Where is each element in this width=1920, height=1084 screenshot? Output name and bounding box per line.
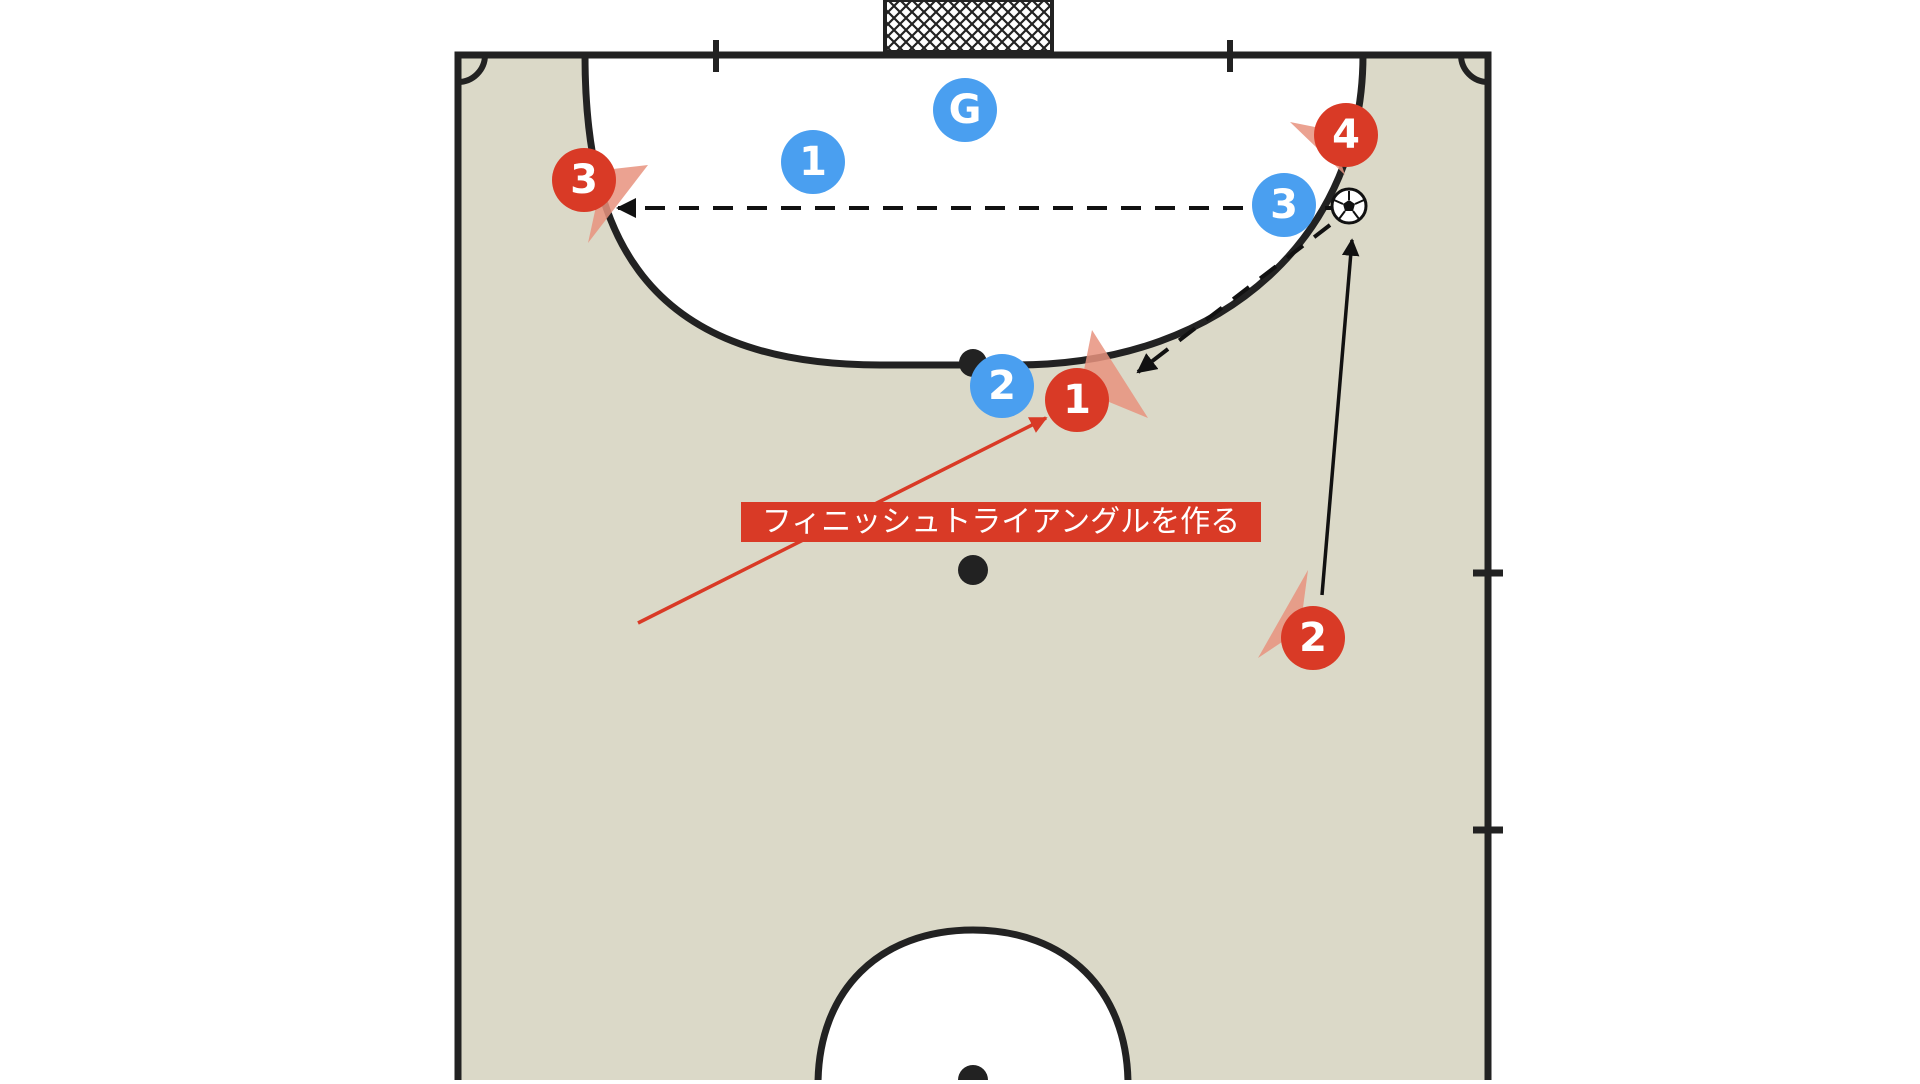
defender-goalkeeper-label: G (949, 87, 982, 133)
corner-arc-left (457, 54, 488, 85)
annotation-box: フィニッシュトライアングルを作る (741, 502, 1261, 542)
attacker-2-motion-shadow (1258, 570, 1308, 658)
center-spot (958, 1065, 988, 1084)
attacker-1-label: 1 (1063, 377, 1091, 423)
defender-1[interactable]: 1 (781, 130, 845, 194)
attacker-3[interactable]: 3 (552, 148, 616, 212)
attacker-2-label: 2 (1299, 615, 1327, 661)
attacker-4-label: 4 (1332, 112, 1360, 158)
second-penalty-spot (958, 555, 988, 585)
corner-arc-right (1458, 54, 1489, 85)
defender-3[interactable]: 3 (1252, 173, 1316, 237)
run-arrow-attacker-2 (1320, 238, 1360, 596)
defender-2[interactable]: 2 (970, 354, 1034, 418)
defender-goalkeeper[interactable]: G (933, 78, 997, 142)
attacker-3-label: 3 (570, 157, 598, 203)
annotation-text: フィニッシュトライアングルを作る (762, 505, 1240, 540)
defender-3-label: 3 (1270, 182, 1298, 228)
defender-2-label: 2 (988, 363, 1016, 409)
center-circle (814, 926, 1132, 1084)
soccer-ball-icon (1330, 187, 1368, 225)
attacker-4[interactable]: 4 (1314, 103, 1378, 167)
pass-arrow-to-attacker-1 (1136, 223, 1332, 374)
attacker-2[interactable]: 2 (1281, 606, 1345, 670)
goal-net-icon (883, 0, 1054, 54)
attacker-1[interactable]: 1 (1045, 368, 1109, 432)
defender-1-label: 1 (799, 139, 827, 185)
